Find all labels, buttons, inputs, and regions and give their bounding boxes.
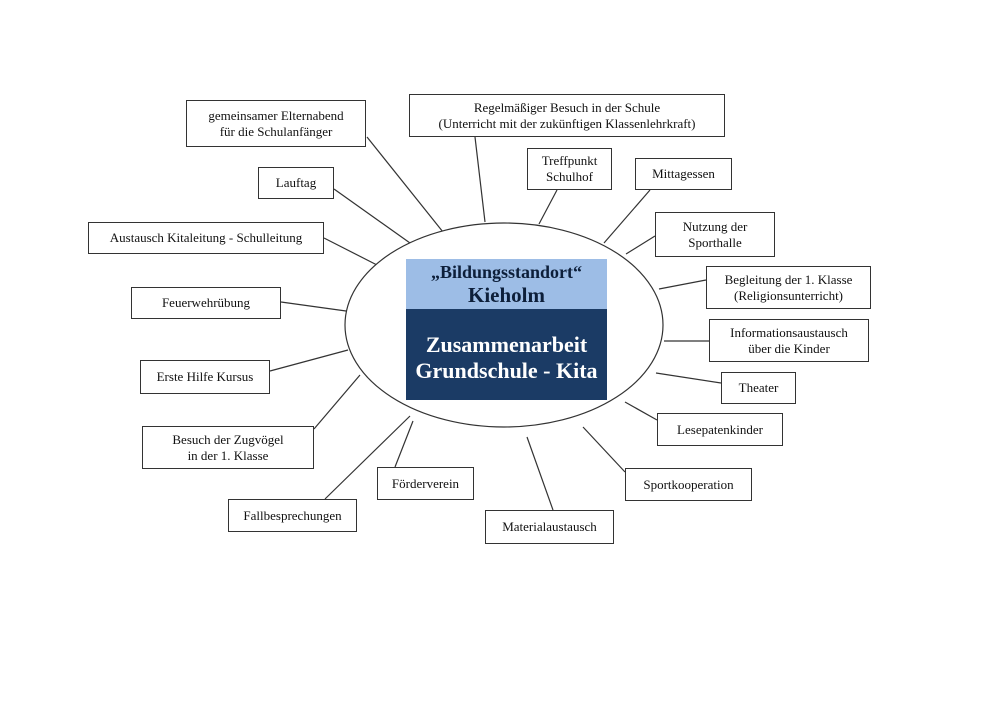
node-label-line: Schulhof (546, 169, 593, 184)
node-label-line: Theater (738, 380, 779, 395)
node-label-line: Sportkooperation (643, 476, 734, 492)
center-title-line1: „Bildungsstandort“ (430, 262, 583, 282)
node-fallbesprechungen: Fallbesprechungen (228, 499, 357, 532)
node-austausch-kitaleitung: Austausch Kitaleitung - Schulleitung (88, 222, 324, 254)
node-label-line: (Religionsunterricht) (733, 287, 844, 303)
node-label-line: Lesepatenkinder (677, 421, 763, 437)
node-label-line: Sporthalle (688, 234, 742, 250)
connector-zugvoegel (313, 374, 361, 430)
node-label-line: Regelmäßiger Besuch in der Schule (473, 99, 661, 115)
node-label-line: Erste Hilfe Kursus (156, 369, 254, 384)
node-label-line: Feuerwehrübung (161, 295, 251, 310)
connector-mittagessen (603, 189, 651, 244)
node-label-line: Austausch Kitaleitung - Schulleitung (109, 230, 303, 245)
center-subtitle-line2: Grundschule - Kita (415, 358, 598, 383)
node-feuerwehruebung: Feuerwehrübung (131, 287, 281, 319)
node-theater: Theater (721, 372, 796, 404)
connector-erste-hilfe (269, 349, 349, 372)
node-label-line: Materialaustausch (502, 519, 597, 534)
connector-begleitung-klasse (658, 279, 707, 290)
connector-gemeinsamer-elternabend (366, 136, 444, 233)
connector-austausch-kitaleitung (323, 237, 378, 266)
node-lesepatenkinder: Lesepatenkinder (657, 413, 783, 446)
node-label-line: Nutzung der (682, 218, 748, 234)
node-label-line: in der 1. Klasse (187, 447, 269, 463)
connector-materialaustausch (526, 436, 554, 511)
connector-regelmaessiger-besuch (474, 136, 486, 223)
node-materialaustausch: Materialaustausch (485, 510, 614, 544)
connector-lauftag (333, 188, 411, 244)
center-subtitle-block: Zusammenarbeit Grundschule - Kita (406, 309, 607, 400)
node-label-line: Begleitung der 1. Klasse (724, 271, 853, 287)
connector-feuerwehruebung (280, 301, 347, 312)
connector-foerderverein (394, 420, 414, 468)
center-title-block: „Bildungsstandort“ Kieholm (406, 259, 607, 309)
node-mittagessen: Mittagessen (635, 158, 732, 190)
node-erste-hilfe: Erste Hilfe Kursus (140, 360, 270, 394)
node-label-line: Besuch der Zugvögel (172, 431, 284, 447)
connector-nutzung-sporthalle (625, 235, 656, 255)
node-label-line: (Unterricht mit der zukünftigen Klassenl… (438, 115, 696, 131)
node-begleitung-klasse: Begleitung der 1. Klasse(Religionsunterr… (706, 266, 871, 309)
node-label-line: Fallbesprechungen (243, 507, 342, 523)
connector-lesepatenkinder (624, 401, 658, 421)
connector-treffpunkt-schulhof (538, 189, 558, 225)
center-title-line2: Kieholm (468, 283, 545, 307)
connector-sportkooperation (582, 426, 626, 473)
node-label-line: Mittagessen (652, 166, 715, 181)
node-lauftag: Lauftag (258, 167, 334, 199)
node-label-line: über die Kinder (748, 340, 830, 356)
node-regelmaessiger-besuch: Regelmäßiger Besuch in der Schule(Unterr… (409, 94, 725, 137)
node-foerderverein: Förderverein (377, 467, 474, 500)
node-label-line: Treffpunkt (541, 153, 598, 168)
node-label-line: Lauftag (275, 175, 317, 190)
node-label-line: Informationsaustausch (730, 324, 848, 340)
node-label-line: Förderverein (391, 475, 460, 491)
node-label-line: für die Schulanfänger (219, 123, 333, 139)
node-sportkooperation: Sportkooperation (625, 468, 752, 501)
connector-fallbesprechungen (324, 415, 411, 500)
connector-theater (655, 372, 722, 384)
node-label-line: gemeinsamer Elternabend (208, 107, 344, 123)
center-subtitle-line1: Zusammenarbeit (425, 332, 588, 357)
